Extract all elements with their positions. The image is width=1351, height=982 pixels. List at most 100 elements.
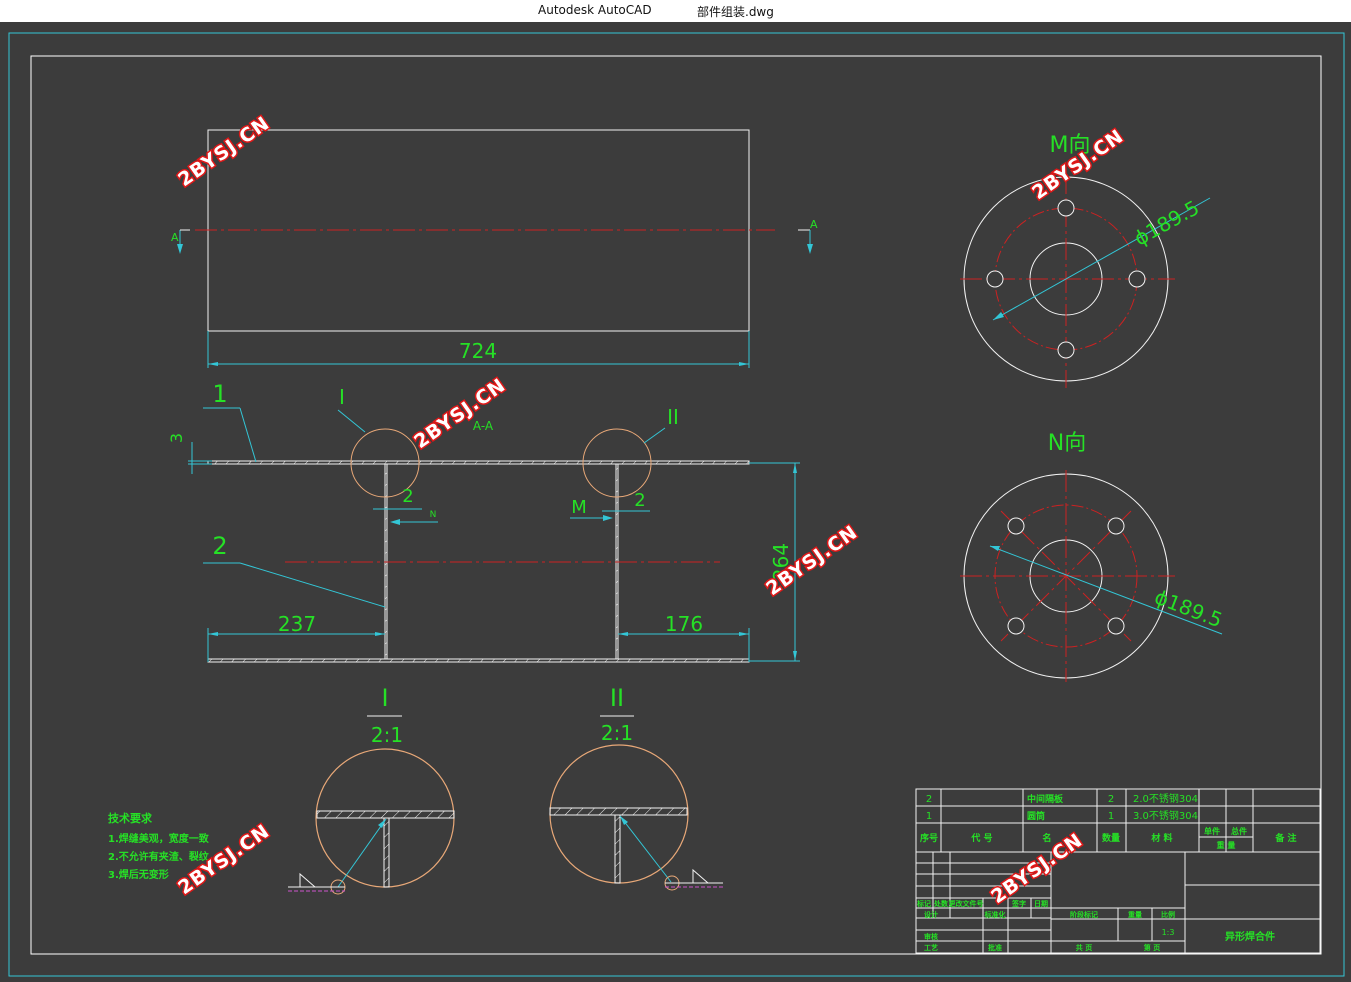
drawing-name: 异形焊合件 <box>1225 930 1275 943</box>
top-plate <box>207 460 750 465</box>
detail-2-label: II <box>610 684 624 712</box>
right-dimension-text: 176 <box>665 612 703 636</box>
label-stage-mark: 阶段标记 <box>1070 910 1098 919</box>
header-remark: 备 注 <box>1274 832 1296 844</box>
weld-dimension-2: 2 <box>634 490 645 511</box>
outer-border <box>8 32 1345 977</box>
title-block <box>915 788 1321 954</box>
detail-1-partition <box>383 817 390 888</box>
top-view: A A 724 <box>171 129 818 368</box>
header-material: 材 料 <box>1150 832 1172 844</box>
row-no: 2 <box>926 794 932 805</box>
header-weight: 重 量 <box>1217 840 1236 850</box>
row-no: 1 <box>926 811 932 822</box>
section-view: A-A 1 2 3 I II 2 2 <box>167 380 800 663</box>
view-n-diameter: ϕ189.5 <box>1151 585 1225 633</box>
window-title-bar: Autodesk AutoCAD 部件组装.dwg <box>0 0 1351 22</box>
label-signature: 签字 <box>1011 899 1026 908</box>
view-m-hole <box>1057 199 1075 217</box>
label-date: 日期 <box>1034 899 1048 908</box>
label-sheets-total: 共 页 <box>1076 943 1092 952</box>
row-qty: 1 <box>1108 811 1114 822</box>
header-weight-total: 总件 <box>1231 826 1247 836</box>
detail-circle-2 <box>582 428 652 498</box>
view-m-hole <box>986 270 1004 288</box>
part-label-1: 1 <box>212 380 227 408</box>
detail-circle-1 <box>350 428 420 498</box>
view-arrow-m-label: M <box>571 497 587 518</box>
detail-2-weld-leader <box>619 815 672 883</box>
header-weight-single: 单件 <box>1204 826 1220 836</box>
label-weight: 重量 <box>1128 910 1142 919</box>
watermark: 2BYSJ.CN <box>987 829 1087 908</box>
height-dimension-text: 264 <box>769 543 793 581</box>
header-qty: 数量 <box>1102 832 1120 844</box>
tech-requirements: 技术要求 1.焊缝美观，宽度一致 2.不允许有夹渣、裂纹 3.焊后无变形 <box>108 811 210 881</box>
view-n-diameter-leader <box>989 545 1223 635</box>
thickness-dimension: 3 <box>167 433 186 443</box>
cad-drawing[interactable]: A A 724 A-A 1 2 3 <box>0 22 1351 982</box>
left-dimension-text: 237 <box>278 612 316 636</box>
label-mark: 标记 <box>916 899 931 908</box>
view-arrow-n <box>390 519 400 525</box>
weld-dimension-1: 2 <box>402 486 413 507</box>
label-approve: 批准 <box>988 943 1002 952</box>
view-arrow-m <box>603 515 613 521</box>
row-name: 中间隔板 <box>1027 793 1064 805</box>
bottom-plate <box>207 658 750 663</box>
detail-label-2: II <box>667 405 679 429</box>
section-label-left: A <box>171 231 179 244</box>
label-zones: 处数 <box>933 899 949 908</box>
detail-1-label: I <box>381 684 388 712</box>
row-qty: 2 <box>1108 794 1114 805</box>
inner-frame <box>30 55 1322 955</box>
view-n-hole <box>1007 517 1025 535</box>
label-review: 审核 <box>924 932 938 941</box>
row-name: 圆筒 <box>1027 810 1045 822</box>
view-m-title: M向 <box>1050 133 1091 158</box>
detail-2-plate <box>549 807 688 816</box>
detail-2-partition <box>614 814 621 884</box>
label-process: 工艺 <box>924 943 938 952</box>
label-standardization: 标准化 <box>984 910 1006 919</box>
row-material: 3.0不锈钢304 <box>1133 809 1198 822</box>
tech-requirements-title: 技术要求 <box>108 811 153 825</box>
view-m-diameter-leader <box>992 197 1211 321</box>
watermark: 2BYSJ.CN <box>174 112 274 191</box>
view-n-title: N向 <box>1048 431 1086 456</box>
drawing-canvas[interactable]: A A 724 A-A 1 2 3 <box>0 22 1351 982</box>
label-sheet-no: 第 页 <box>1144 943 1160 952</box>
section-title: A-A <box>473 419 494 433</box>
title-block-text: 2 中间隔板 2 2.0不锈钢304 1 圆筒 1 3.0不锈钢304 序号 代… <box>916 792 1297 952</box>
header-code: 代 号 <box>970 832 992 844</box>
header-name: 名 <box>1042 832 1051 844</box>
detail-1-weld-leader <box>337 818 387 888</box>
view-n-hole <box>1107 517 1125 535</box>
detail-2-scale: 2:1 <box>601 721 633 745</box>
part-label-2: 2 <box>212 532 227 560</box>
row-material: 2.0不锈钢304 <box>1133 792 1198 805</box>
section-arrow-right <box>807 244 813 254</box>
detail-2: II 2:1 <box>549 684 723 891</box>
detail-1-plate <box>316 810 455 819</box>
view-n-hole <box>1007 617 1025 635</box>
section-arrow-left <box>177 244 183 254</box>
scale-value: 1:3 <box>1162 928 1175 937</box>
detail-1-scale: 2:1 <box>371 723 403 747</box>
view-arrow-n-label: N <box>430 510 437 520</box>
detail-1: I 2:1 <box>288 684 455 895</box>
app-name: Autodesk AutoCAD <box>538 3 652 17</box>
section-label-right: A <box>810 218 818 231</box>
view-m-hole <box>1128 270 1146 288</box>
view-m-diameter: ϕ189.5 <box>1130 195 1203 250</box>
leader-part-1 <box>239 407 257 463</box>
tech-requirement-item: 3.焊后无变形 <box>108 868 169 881</box>
header-no: 序号 <box>920 832 938 844</box>
detail-label-1: I <box>339 385 345 409</box>
width-dimension-text: 724 <box>459 339 497 363</box>
tech-requirement-item: 2.不允许有夹渣、裂纹 <box>108 850 210 863</box>
view-m-hole <box>1057 341 1075 359</box>
label-designer: 设计 <box>924 910 938 919</box>
view-n: N向 ϕ189.5 <box>960 431 1226 682</box>
file-name: 部件组装.dwg <box>697 5 774 19</box>
